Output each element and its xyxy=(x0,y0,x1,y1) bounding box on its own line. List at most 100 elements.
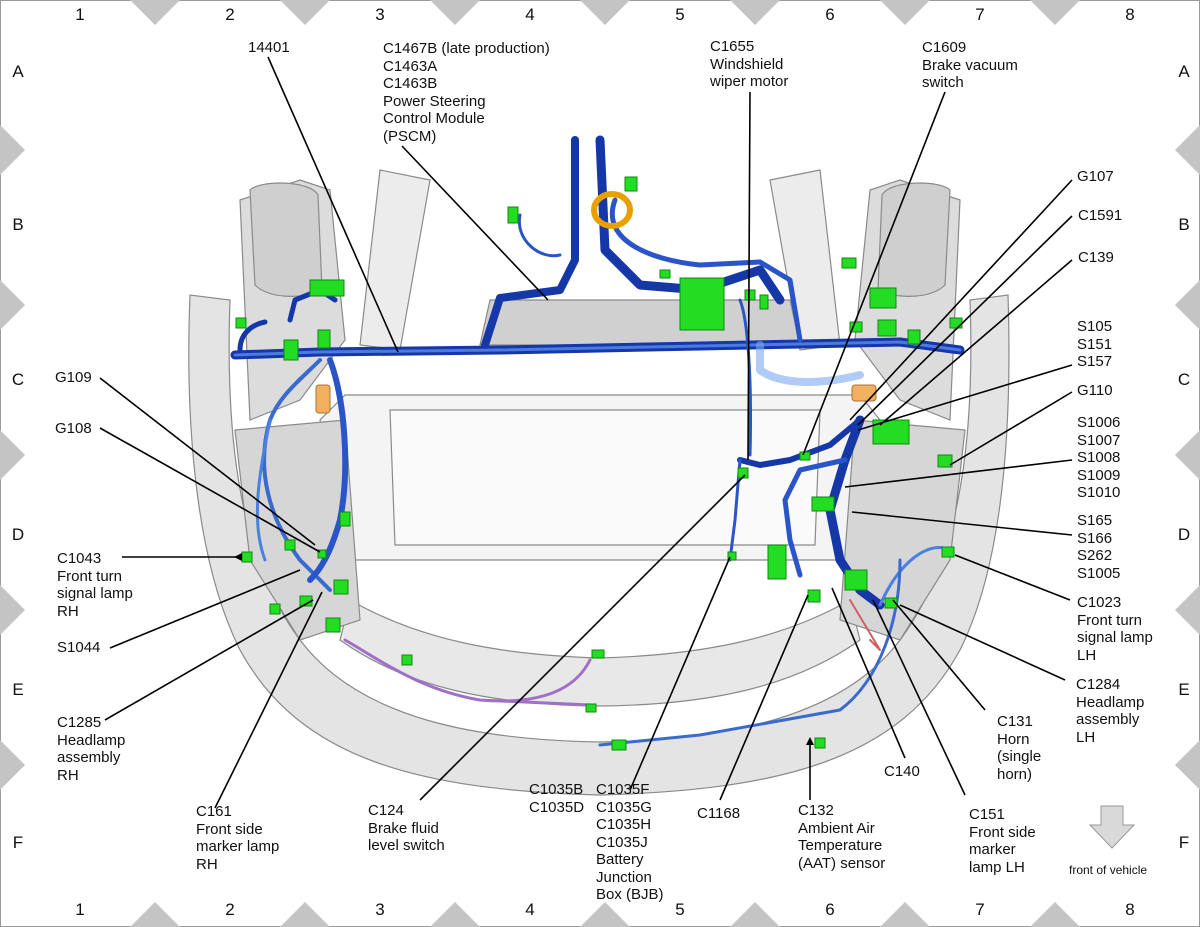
grid-col-5-bottom: 5 xyxy=(675,900,685,919)
label-line: Headlamp xyxy=(57,731,126,749)
label-line: C1467B (late production) xyxy=(383,40,550,57)
right-harness xyxy=(825,415,885,610)
grid-row-f-right: F xyxy=(1178,833,1190,852)
right-strut-tower xyxy=(877,182,951,297)
label-line: G110 xyxy=(1077,382,1113,399)
front-of-vehicle-arrow xyxy=(1088,805,1136,849)
grid-row-a-left: A xyxy=(12,62,24,81)
label-line: (AAT) sensor xyxy=(798,854,886,872)
right-rail xyxy=(769,169,841,351)
label-line: C140 xyxy=(884,763,920,780)
label-line: marker xyxy=(969,841,1016,858)
upper-harness xyxy=(481,136,579,349)
label-line: Windshield xyxy=(710,55,784,73)
label-line: RH xyxy=(196,855,218,873)
label-line: 14401 xyxy=(248,39,290,56)
grid-row-c-right: C xyxy=(1177,370,1191,389)
label-line: (single xyxy=(997,748,1042,765)
label-line: S151 xyxy=(1077,335,1113,353)
label-line: C1591 xyxy=(1078,207,1123,224)
label-line: Horn xyxy=(997,730,1030,748)
label-line: C1284 xyxy=(1076,676,1121,693)
label-line: C1168 xyxy=(697,805,741,822)
label-line: C1035G xyxy=(596,798,652,816)
label-g107: G107 xyxy=(1077,168,1114,186)
grid-col-8-bottom: 8 xyxy=(1125,900,1135,919)
grid-row-a-right: A xyxy=(1178,62,1190,81)
connectors xyxy=(235,176,963,751)
label-line: S105 xyxy=(1077,318,1113,335)
grid-row-e-left: E xyxy=(12,680,24,699)
grid-col-6-bottom: 6 xyxy=(825,900,835,919)
label-line: G109 xyxy=(55,369,92,386)
label-line: C1035B xyxy=(529,781,584,798)
label-line: Front side xyxy=(196,820,263,838)
label-c139: C139 xyxy=(1078,249,1114,267)
label-line: C1035F xyxy=(596,781,650,798)
label-line: assembly xyxy=(1076,711,1140,728)
label-line: C132 xyxy=(798,802,834,819)
grid-row-b-left: B xyxy=(12,215,24,234)
grid-col-6-top: 6 xyxy=(825,5,835,24)
label-line: S1044 xyxy=(57,639,101,656)
grid-col-1-bottom: 1 xyxy=(75,900,85,919)
arrow-c1043 xyxy=(234,553,242,561)
label-line: S165 xyxy=(1077,512,1113,529)
label-line: S1005 xyxy=(1077,564,1121,582)
bumper xyxy=(188,294,1010,796)
arrow-c132 xyxy=(806,737,814,745)
label-line: LH xyxy=(1077,646,1097,664)
label-line: Battery xyxy=(596,851,644,868)
label-line: level switch xyxy=(368,837,445,854)
radiator-core xyxy=(389,409,821,546)
grid-col-2-bottom: 2 xyxy=(225,900,235,919)
grid-col-8-top: 8 xyxy=(1125,5,1135,24)
grid-col-3-top: 3 xyxy=(375,5,385,24)
label-line: Front side xyxy=(969,823,1036,841)
vehicle-body xyxy=(188,169,1010,796)
left-strut-tower xyxy=(249,182,323,297)
label-line: wiper motor xyxy=(710,73,789,90)
label-line: S1006 xyxy=(1077,414,1121,431)
grid-row-b-right: B xyxy=(1178,215,1190,234)
label-g110: G110 xyxy=(1077,382,1113,400)
label-line: Front turn xyxy=(1077,611,1143,629)
label-line: C1285 xyxy=(57,714,102,731)
grid-col-4-bottom: 4 xyxy=(525,900,535,919)
label-line: Headlamp xyxy=(1076,693,1145,711)
label-line: C1043 xyxy=(57,550,102,567)
label-line: Brake vacuum xyxy=(922,56,1018,74)
label-g109: G109 xyxy=(55,369,92,387)
label-line: horn) xyxy=(997,765,1033,783)
label-line: S166 xyxy=(1077,529,1113,547)
label-line: S157 xyxy=(1077,353,1113,370)
label-c1168: C1168 xyxy=(697,805,740,823)
label-line: C1035D xyxy=(529,798,585,816)
label-line: (PSCM) xyxy=(383,127,437,145)
label-line: C1655 xyxy=(710,38,755,55)
grid-row-c-left: C xyxy=(11,370,25,389)
cowl-panel xyxy=(479,299,801,346)
label-line: RH xyxy=(57,602,79,620)
label-line: signal lamp xyxy=(57,585,133,602)
label-line: C1609 xyxy=(922,39,967,56)
label-line: RH xyxy=(57,766,79,784)
label-g108: G108 xyxy=(55,420,92,438)
label-line: assembly xyxy=(57,749,121,766)
label-s1044: S1044 xyxy=(57,639,100,657)
left-rail xyxy=(359,169,431,351)
label-line: Front turn xyxy=(57,567,123,585)
